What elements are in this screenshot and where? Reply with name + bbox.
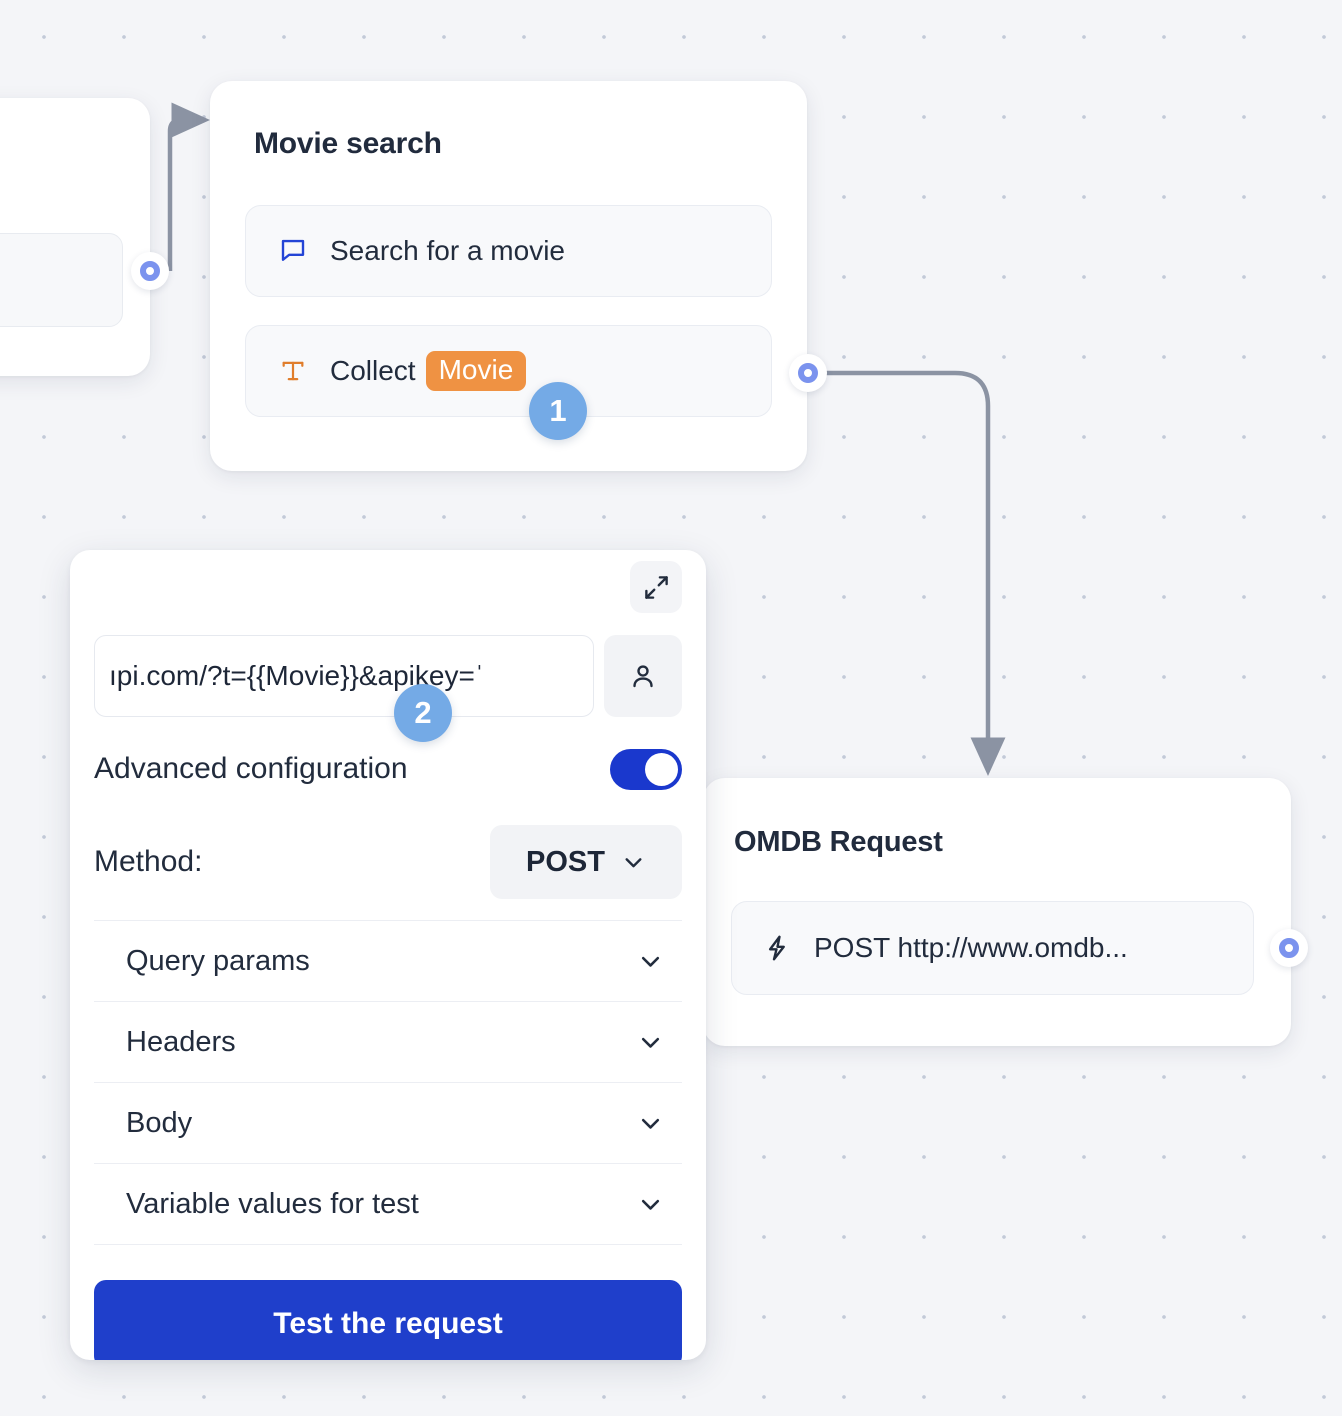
method-select[interactable]: POST (490, 825, 682, 899)
request-url-input[interactable] (94, 635, 594, 717)
test-the-request-button[interactable]: Test the request (94, 1280, 682, 1360)
node-row-label: Collect (330, 355, 416, 386)
expand-diagonal-icon[interactable] (630, 561, 682, 613)
text-t-icon (276, 354, 310, 388)
step-badge: 2 (394, 684, 452, 742)
connector-port-previous-node[interactable] (131, 252, 169, 290)
node-row-label: Search for a movie (330, 235, 565, 266)
page-title: Movie search (254, 127, 442, 160)
node-card-omdb-request[interactable]: OMDB Request POST http://www.omdb... (703, 778, 1291, 1046)
accordion-headers[interactable]: Headers (94, 1001, 682, 1082)
accordion-label: Query params (126, 944, 310, 977)
chevron-down-icon (621, 850, 646, 875)
advanced-configuration-row[interactable]: Advanced configuration (94, 742, 682, 796)
speech-bubble-icon (276, 234, 310, 268)
advanced-configuration-toggle[interactable] (610, 748, 682, 790)
node-row-label: POST http://www.omdb... (814, 932, 1128, 963)
accordion-body[interactable]: Body (94, 1082, 682, 1163)
method-label: Method: (94, 845, 203, 878)
chevron-down-icon (637, 1191, 664, 1218)
chevron-down-icon (637, 948, 664, 975)
request-url-row[interactable] (94, 635, 682, 717)
method-value: POST (526, 845, 605, 878)
previous-node-card-partial[interactable] (0, 98, 150, 376)
connector-port-omdb-output[interactable] (1270, 929, 1308, 967)
previous-node-row[interactable] (0, 233, 123, 327)
connector-port-movie-search-output[interactable] (789, 354, 827, 392)
advanced-configuration-label: Advanced configuration (94, 752, 408, 785)
page-title: OMDB Request (734, 826, 943, 858)
accordion-query-params[interactable]: Query params (94, 920, 682, 1001)
accordion-label: Headers (126, 1025, 236, 1058)
accordion-label: Variable values for test (126, 1187, 419, 1220)
request-configuration-panel[interactable]: Advanced configuration Method: POST Quer… (70, 550, 706, 1360)
method-row: Method: POST (94, 825, 682, 899)
node-row-collect-movie[interactable]: Collect Movie (245, 325, 772, 417)
person-icon[interactable] (604, 635, 682, 717)
step-badge: 1 (529, 382, 587, 440)
accordion-label: Body (126, 1106, 193, 1139)
accordion-variable-values-for-test[interactable]: Variable values for test (94, 1163, 682, 1244)
node-card-movie-search[interactable]: Movie search Search for a movie Collect (210, 81, 807, 471)
lightning-bolt-icon (760, 931, 794, 965)
variable-tag-movie[interactable]: Movie (425, 351, 527, 391)
node-row-post-request[interactable]: POST http://www.omdb... (731, 901, 1254, 995)
divider (94, 1244, 682, 1245)
node-row-search-for-a-movie[interactable]: Search for a movie (245, 205, 772, 297)
chevron-down-icon (637, 1110, 664, 1137)
chevron-down-icon (637, 1029, 664, 1056)
